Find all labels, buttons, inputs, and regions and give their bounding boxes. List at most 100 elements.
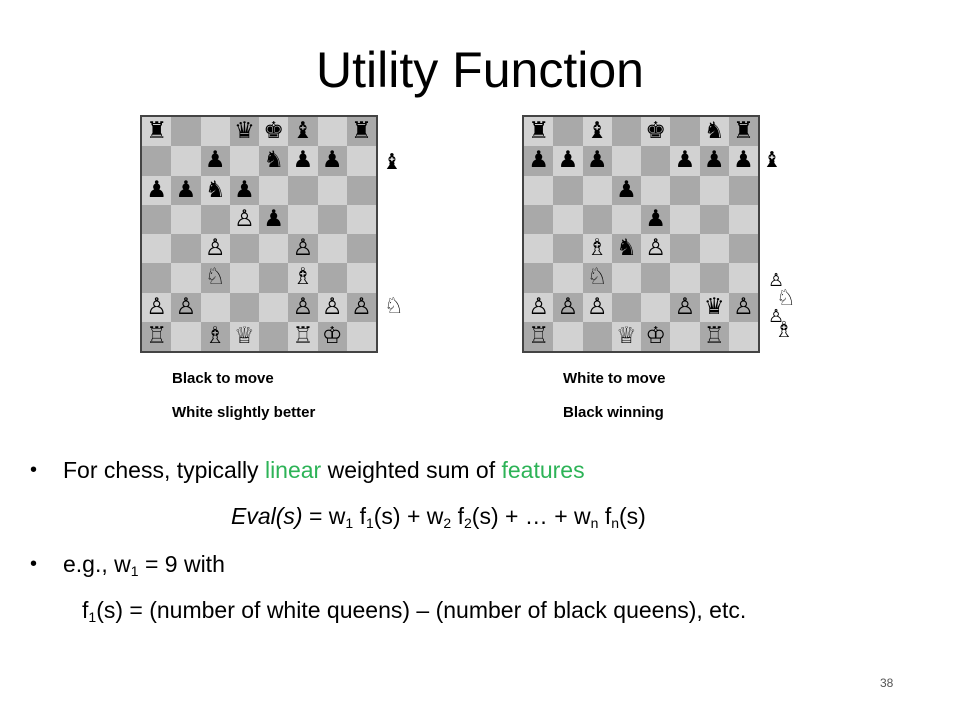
board-square [553,204,583,234]
formula-part: f [598,503,612,529]
page-number: 38 [880,676,894,690]
chess-piece-icon: ♕ [616,322,637,349]
board-square [317,175,347,205]
board-square [641,146,671,176]
board-square [346,146,376,176]
board-square [553,117,583,147]
board-square [229,263,259,293]
chess-piece-icon: ♖ [292,322,314,349]
chess-piece-icon: ♙ [733,293,754,320]
board-square [728,204,758,234]
board-square [142,263,172,293]
bullet-item: • For chess, typically linear weighted s… [30,455,585,485]
chess-piece-icon: ♙ [204,235,226,262]
chess-piece-icon: ♖ [146,322,167,349]
board-square: ♟ [553,146,583,176]
feature-definition: f1(s) = (number of white queens) – (numb… [82,595,746,625]
board-square [142,234,172,264]
example-text-end: = 9 with [138,551,225,577]
board-square: ♙ [142,292,172,322]
chess-piece-icon: ♔ [645,322,666,349]
board-square [641,175,671,205]
slide-title: Utility Function [316,42,644,98]
board-square: ♙ [200,234,230,264]
board-square: ♙ [641,234,671,264]
board-square [670,204,700,234]
board-square: ♘ [200,263,230,293]
formula-part: (s) + w [373,503,444,529]
captured-piece: ♝ [762,148,782,173]
chess-piece-icon: ♙ [586,293,608,320]
board-square [317,204,347,234]
board-square [171,204,201,234]
board-square [670,321,700,351]
chess-piece-icon: ♗ [586,235,608,262]
board-square [288,204,318,234]
board-square [728,175,758,205]
board-square [142,146,172,176]
board-square [611,204,641,234]
board-square [200,292,230,322]
formula-subscript: 1 [365,515,374,531]
formula-subscript: n [590,515,599,531]
board-square [611,146,641,176]
formula-subscript: 2 [463,515,472,531]
board-square [728,263,758,293]
board-square: ♗ [582,234,612,264]
formula-part: f [451,503,464,529]
board-square [582,321,612,351]
board-square [699,234,729,264]
formula-part: = w [302,503,346,529]
board-square [641,292,671,322]
chess-piece-icon: ♟ [586,147,608,174]
board-square [611,117,641,147]
chess-piece-icon: ♙ [645,235,666,262]
chess-piece-icon: ♟ [146,176,167,203]
board-square: ♔ [641,321,671,351]
board-square: ♞ [200,175,230,205]
board-square: ♙ [728,292,758,322]
board-square: ♟ [524,146,554,176]
chess-piece-icon: ♙ [146,293,167,320]
chess-piece-icon: ♖ [528,322,549,349]
chess-piece-icon: ♜ [733,118,754,145]
chess-piece-icon: ♘ [586,264,608,291]
formula-subscript: 1 [345,515,354,531]
board-square: ♚ [259,117,289,147]
board-square: ♖ [142,321,172,351]
formula-subscript: n [611,515,620,531]
board-square: ♙ [582,292,612,322]
board-square [346,263,376,293]
chess-piece-icon: ♟ [733,147,754,174]
board-1-caption-eval: White slightly better [172,404,316,421]
board-square: ♟ [582,146,612,176]
board-square [699,175,729,205]
chess-piece-icon: ♙ [528,293,549,320]
chess-piece-icon: ♙ [351,293,372,320]
example-text-start: e.g., w [63,551,131,577]
board-square [524,234,554,264]
board-square: ♟ [670,146,700,176]
captured-piece: ♙ [768,306,785,327]
formula-part: f [353,503,366,529]
board-square: ♞ [699,117,729,147]
chess-piece-icon: ♚ [645,118,666,145]
chess-piece-icon: ♜ [351,118,372,145]
board-square [611,292,641,322]
chess-piece-icon: ♛ [703,293,725,320]
chess-piece-icon: ♟ [703,147,725,174]
chess-piece-icon: ♛ [234,118,255,145]
board-square [229,292,259,322]
board-square [699,204,729,234]
board-square [288,175,318,205]
board-square: ♟ [171,175,201,205]
board-square: ♟ [259,204,289,234]
board-square [200,117,230,147]
chess-piece-icon: ♟ [674,147,696,174]
board-square: ♙ [229,204,259,234]
board-square [670,117,700,147]
chess-piece-icon: ♝ [586,118,608,145]
highlight-linear: linear [264,457,322,483]
captured-piece: ♗ [774,318,794,343]
bullet-text-mid: weighted sum of [321,457,502,483]
